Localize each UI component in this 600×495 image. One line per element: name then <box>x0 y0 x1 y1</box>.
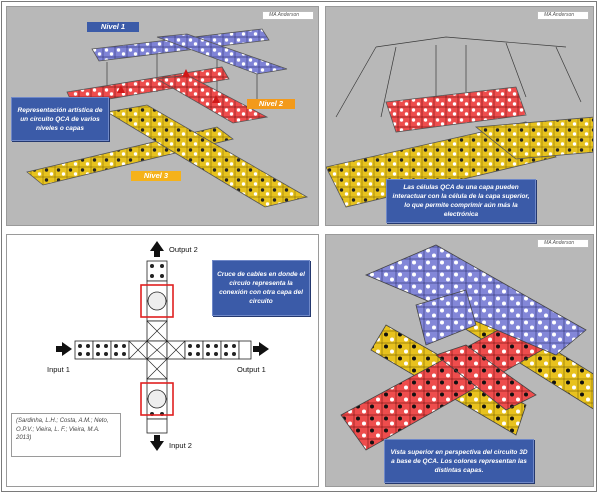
output-2-label: Output 2 <box>169 245 198 254</box>
render-credit: MA Anderson <box>262 11 314 20</box>
blue-layer-strip-b <box>156 33 288 75</box>
level-1-tag: Nivel 1 <box>87 22 139 32</box>
output-1-label: Output 1 <box>237 365 266 374</box>
multilevel-caption: Representación artística de un circuito … <box>11 97 109 141</box>
citation: (Sardinha, L.H.; Costa, A.M.; Neto, O.P.… <box>11 413 121 457</box>
top-view-caption: Vista superior en perspectiva del circui… <box>384 439 534 483</box>
via-highlight-bottom <box>140 382 174 416</box>
panel-interlayer-render: MA Anderson Las células QCA de una capa … <box>325 6 594 226</box>
panel-wire-crossing-schematic: Output 2 Input 1 Output 1 Input 2 Cruce … <box>6 234 319 487</box>
output-1-arrow <box>253 342 269 356</box>
via-circle-top <box>147 291 167 311</box>
red-layer-strip-b <box>155 74 269 124</box>
output-2-arrow <box>150 241 164 257</box>
via-highlight-top <box>140 284 174 318</box>
render-credit: MA Anderson <box>537 11 589 20</box>
via-circle-bottom <box>147 389 167 409</box>
gold-layer-strip-right <box>474 116 593 160</box>
level-2-tag: Nivel 2 <box>247 99 295 109</box>
level-3-tag: Nivel 3 <box>131 171 181 181</box>
panel-multilevel-render: MA Anderson Nivel 1 Nivel 2 Nivel 3 Repr… <box>6 6 319 226</box>
red-layer-strip-b <box>435 344 537 411</box>
top-view-render-scene <box>340 244 593 451</box>
interlayer-render-scene <box>326 36 593 208</box>
crossing-caption: Cruce de cables en donde el círculo repr… <box>212 260 310 316</box>
render-credit: MA Anderson <box>537 239 589 248</box>
blue-layer-strip-a <box>364 244 587 356</box>
wire-crossing-schematic <box>56 241 269 451</box>
input-1-label: Input 1 <box>47 365 70 374</box>
interlayer-caption: Las células QCA de una capa pueden inter… <box>386 179 536 223</box>
input-2-label: Input 2 <box>169 441 192 450</box>
red-layer-strip <box>385 86 527 133</box>
gold-layer-strip-b <box>105 104 309 208</box>
panel-3d-top-view: MA Anderson Vista superior en perspectiv… <box>325 234 594 487</box>
input-1-arrow <box>56 342 72 356</box>
input-2-arrow <box>150 435 164 451</box>
up-arrows <box>117 69 220 103</box>
blue-layer-strip-b <box>415 289 477 346</box>
